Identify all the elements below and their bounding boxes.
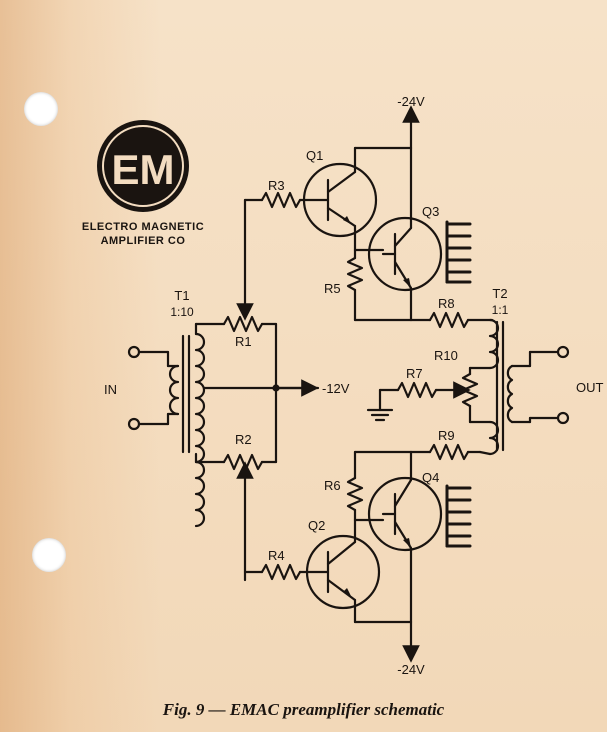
transistor-q2 <box>305 534 381 610</box>
r9-label: R9 <box>438 428 455 443</box>
transformer-t2 <box>488 318 514 456</box>
emac-logo <box>97 120 189 212</box>
t1-label: T1 <box>174 288 189 303</box>
resistor-r5 <box>346 248 364 322</box>
resistor-r4 <box>243 563 330 581</box>
r10-label: R10 <box>434 348 458 363</box>
t1-ratio: 1:10 <box>170 305 194 319</box>
r8-label: R8 <box>438 296 455 311</box>
ground-symbol <box>366 408 394 422</box>
heatsink-q3 <box>445 220 472 284</box>
logo-line1: Electro Magnetic <box>82 221 204 233</box>
t2-label: T2 <box>492 286 507 301</box>
output-terminal-top <box>556 345 570 359</box>
output-label: OUT <box>576 380 604 395</box>
t2-ratio: 1:1 <box>492 303 509 317</box>
top-supply-label: -24V <box>397 94 425 109</box>
output-terminal-bottom <box>556 411 570 425</box>
r1-label: R1 <box>235 334 252 349</box>
figure-caption: Fig. 9 — EMAC preamplifier schematic <box>162 700 445 719</box>
resistor-r8 <box>409 311 494 329</box>
r7-label: R7 <box>406 366 423 381</box>
input-terminal-top <box>127 345 141 359</box>
potentiometer-r10 <box>461 366 479 424</box>
punch-hole-top <box>24 92 58 126</box>
q2-label: Q2 <box>308 518 325 533</box>
q3-label: Q3 <box>422 204 439 219</box>
r6-label: R6 <box>324 478 341 493</box>
heatsink-q4 <box>445 484 472 548</box>
resistor-r9 <box>409 443 482 461</box>
q1-label: Q1 <box>306 148 323 163</box>
r2-label: R2 <box>235 432 252 447</box>
r5-label: R5 <box>324 281 341 296</box>
punch-hole-bottom <box>32 538 66 572</box>
r3-label: R3 <box>268 178 285 193</box>
transistor-q1 <box>298 162 378 238</box>
logo-monogram: EM <box>112 146 175 193</box>
logo-line2: Amplifier Co <box>101 235 186 247</box>
bottom-supply-label: -24V <box>397 662 425 677</box>
resistor-r2 <box>222 453 278 582</box>
q4-label: Q4 <box>422 470 439 485</box>
resistor-r1 <box>222 315 278 333</box>
transistor-q4 <box>367 476 443 552</box>
schematic-diagram: EM Electro Magnetic Amplifier Co -24V -2… <box>82 94 604 677</box>
input-terminal-bottom <box>127 417 141 431</box>
transformer-t1 <box>168 332 206 528</box>
bias-label: -12V <box>322 381 350 396</box>
input-label: IN <box>104 382 117 397</box>
transistor-q3 <box>367 216 443 292</box>
resistor-r3 <box>236 191 302 321</box>
resistor-r7 <box>378 381 471 412</box>
resistor-r6 <box>346 450 364 522</box>
r4-label: R4 <box>268 548 285 563</box>
